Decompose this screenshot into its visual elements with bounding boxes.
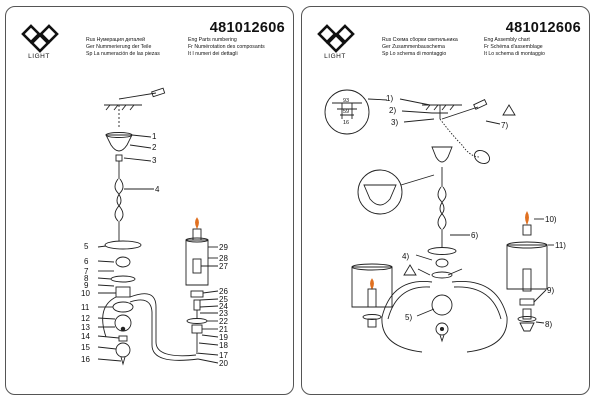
legend-text: Sp Lo schema di montaggio (382, 51, 447, 57)
part-number: 9 (84, 281, 89, 290)
glass-shade (185, 239, 209, 286)
screwdriver-icon (441, 106, 479, 120)
legend-text: Rus Нумерация деталей (86, 37, 146, 43)
detail-circle-mounting-plate (324, 89, 370, 135)
part-number: 3 (152, 156, 157, 165)
part-number: 24 (219, 302, 228, 311)
part-number: 2 (152, 143, 157, 152)
legend-text: It I numeri dei dettagli (188, 51, 238, 57)
glass-shade (506, 244, 548, 290)
part-number: 26 (219, 287, 228, 296)
glass-shade (351, 266, 393, 308)
warning-triangle-icon (502, 104, 516, 116)
part-number: 27 (219, 262, 228, 271)
step-label: 3) (391, 118, 398, 127)
legend-text: Fr Schéma d'assemblage (484, 44, 543, 50)
brand-name: LIGHT (324, 53, 346, 60)
dimension-labels: 93 59 16 (343, 98, 349, 126)
part-number: 17 (219, 351, 228, 360)
assembly-step-labels: 1) 2) 3) 4) 5) 6) 7) 8) 9) 10) 11) (386, 94, 566, 329)
brand-name: LIGHT (28, 53, 50, 60)
brand-logo-icon (20, 21, 60, 61)
canopy (431, 146, 453, 163)
part-number-labels-right: 29 28 27 26 25 24 23 22 21 19 18 17 20 (219, 243, 228, 368)
part-number: 12 (81, 314, 90, 323)
step-label: 8) (545, 320, 552, 329)
parts-numbering-page: LIGHT 481012606 Rus Нумерация деталей Eng… (5, 6, 294, 395)
decorative-chain (114, 178, 122, 222)
model-number: 481012606 (505, 20, 581, 36)
legend-text: Eng Assembly chart (484, 37, 530, 43)
step-label: 2) (389, 106, 396, 115)
canopy (105, 134, 133, 152)
chandelier-arm (129, 293, 197, 357)
decorative-chain (437, 186, 445, 230)
part-number: 10 (81, 289, 90, 298)
part-number: 4 (155, 185, 160, 194)
part-number: 25 (219, 295, 228, 304)
assembly-chart-page: LIGHT 481012606 Rus Схема сборки светиль… (301, 6, 590, 395)
dimension-label: 16 (343, 120, 349, 126)
part-number: 11 (81, 303, 90, 312)
legend-text: Ger Zusammenbauschema (382, 44, 445, 50)
part-number: 1 (152, 132, 157, 141)
part-number: 20 (219, 359, 228, 368)
language-legend: Rus Нумерация деталей Eng Parts numbering… (86, 37, 291, 58)
chandelier-arm (381, 280, 433, 353)
step-label: 11) (555, 241, 566, 250)
part-number: 5 (84, 242, 89, 251)
part-number: 16 (81, 355, 90, 364)
flame-icon (370, 278, 374, 291)
part-number: 28 (219, 254, 228, 263)
part-number: 23 (219, 309, 228, 318)
step-label: 4) (402, 252, 409, 261)
step-label: 6) (471, 231, 478, 240)
part-number: 6 (84, 257, 89, 266)
flame-icon (195, 217, 199, 230)
detail-circle-canopy (357, 169, 403, 215)
part-number: 29 (219, 243, 228, 252)
part-number: 22 (219, 317, 228, 326)
legend-text: Fr Numérotation des composants (188, 44, 265, 50)
part-number: 7 (84, 267, 89, 276)
legend-text: It Lo schema di montaggio (484, 51, 545, 57)
step-label: 9) (547, 286, 554, 295)
language-legend: Rus Схема сборки светильника Eng Assembly… (382, 37, 587, 58)
part-number: 21 (219, 325, 228, 334)
chandelier-arm (451, 280, 508, 353)
step-label: 7) (501, 121, 508, 130)
part-number: 8 (84, 274, 89, 283)
center-cup (427, 247, 457, 255)
assembly-drawing: 93 59 16 1) 2) 3) 4) 5) 6) 7) 8) 9) 10) … (324, 89, 566, 353)
part-number-labels-left: 1 2 3 4 5 6 7 8 9 10 11 12 13 14 15 16 (81, 132, 160, 364)
parts-drawing: 1 2 3 4 5 6 7 8 9 10 11 12 13 14 15 16 2… (81, 87, 228, 368)
center-ball (431, 294, 453, 316)
legend-text: Sp La numeración de las piezas (86, 51, 160, 57)
screwdriver-icon (118, 92, 157, 100)
dimension-label: 93 (343, 98, 349, 104)
part-number: 15 (81, 343, 90, 352)
part-number: 18 (219, 341, 228, 350)
legend-text: Eng Parts numbering (188, 37, 237, 43)
legend-text: Rus Схема сборки светильника (382, 37, 458, 43)
part-number: 14 (81, 332, 90, 341)
step-label: 1) (386, 94, 393, 103)
flame-icon (525, 211, 529, 226)
dimension-label: 59 (343, 109, 349, 115)
part-number: 13 (81, 323, 90, 332)
model-number: 481012606 (209, 20, 285, 36)
brand-logo-icon (316, 21, 356, 61)
center-cup (104, 240, 142, 250)
step-label: 10) (545, 215, 557, 224)
legend-text: Ger Nummerierung der Teile (86, 44, 152, 50)
part-number: 19 (219, 333, 228, 342)
warning-triangle-icon (403, 264, 417, 276)
step-label: 5) (405, 313, 412, 322)
